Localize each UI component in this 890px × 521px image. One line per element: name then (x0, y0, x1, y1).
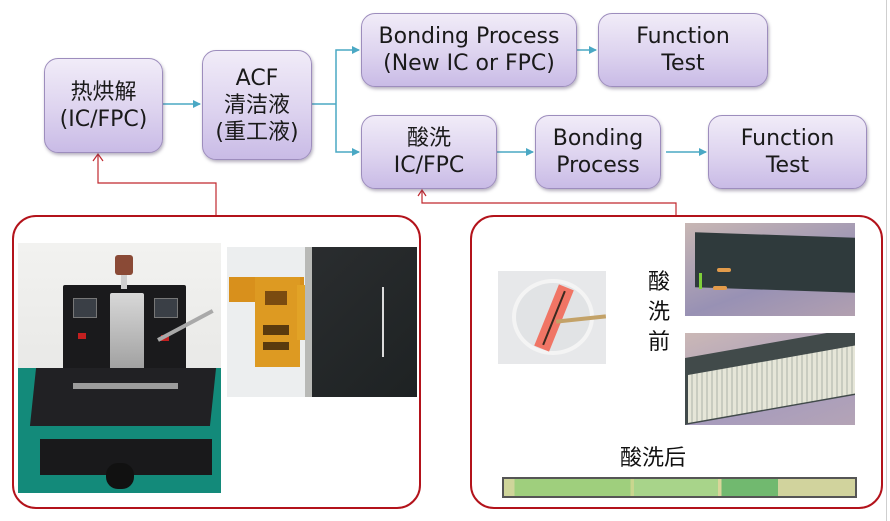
thermode-head (110, 293, 144, 373)
temperature-display (154, 298, 178, 318)
step-function-test-2-line1: Function (740, 126, 835, 151)
fpc-on-panel-photo (227, 247, 417, 397)
step-function-test-2: Function Test (708, 115, 867, 189)
step-function-test-1-line1: Function (636, 24, 730, 49)
slide-edge-divider (886, 0, 887, 521)
step-pickling: 酸洗 IC/FPC (361, 115, 497, 189)
step-function-test-1: Function Test (598, 13, 768, 87)
bonding-machine-photo (18, 243, 221, 493)
step-pickling-line1: 酸洗 (406, 126, 451, 151)
step-bonding-new-line2: (New IC or FPC) (383, 51, 555, 76)
step-heat-remove-line2: (IC/FPC) (59, 106, 148, 132)
before-pickling-label: 酸 洗 前 (646, 268, 672, 358)
feedback-right-arrowhead (417, 188, 427, 197)
feedback-left-panel-to-heat (97, 155, 217, 215)
after-pickling-label: 酸洗后 (620, 446, 687, 471)
step-heat-remove-line1: 热烘解 (70, 79, 137, 105)
step-function-test-1-line2: Test (661, 51, 705, 76)
before-label-char: 酸 (647, 270, 670, 295)
step-bonding-new-line1: Bonding Process (378, 24, 560, 49)
feedback-right-panel-to-pickling (421, 191, 677, 215)
step-bonding-line2: Process (556, 153, 640, 178)
ic-after-pickling-photo (502, 477, 857, 498)
pickling-dish-photo (498, 271, 606, 364)
before-label-char: 洗 (647, 300, 670, 325)
step-bonding-line1: Bonding (552, 126, 644, 151)
step-bonding: Bonding Process (535, 115, 661, 189)
before-label-char: 前 (647, 330, 670, 355)
temperature-display (73, 298, 97, 318)
step-acf-clean-line3: (重工液) (215, 119, 299, 145)
step-pickling-line2: IC/FPC (393, 153, 465, 178)
step-acf-clean-line1: ACF (235, 65, 279, 91)
step-acf-clean: ACF 清洁液 (重工液) (202, 50, 312, 160)
feedback-left-arrowhead (92, 152, 104, 162)
ic-before-pickling-photo-2 (685, 333, 855, 425)
step-heat-remove: 热烘解 (IC/FPC) (44, 58, 163, 153)
step-bonding-new: Bonding Process (New IC or FPC) (361, 13, 577, 87)
arrow-branch-to-bonding-new (335, 46, 360, 104)
step-function-test-2-line2: Test (765, 153, 810, 178)
step-acf-clean-line2: 清洁液 (223, 92, 290, 118)
arrow-branch-to-pickling (335, 104, 360, 156)
ic-before-pickling-photo-1 (685, 223, 855, 316)
